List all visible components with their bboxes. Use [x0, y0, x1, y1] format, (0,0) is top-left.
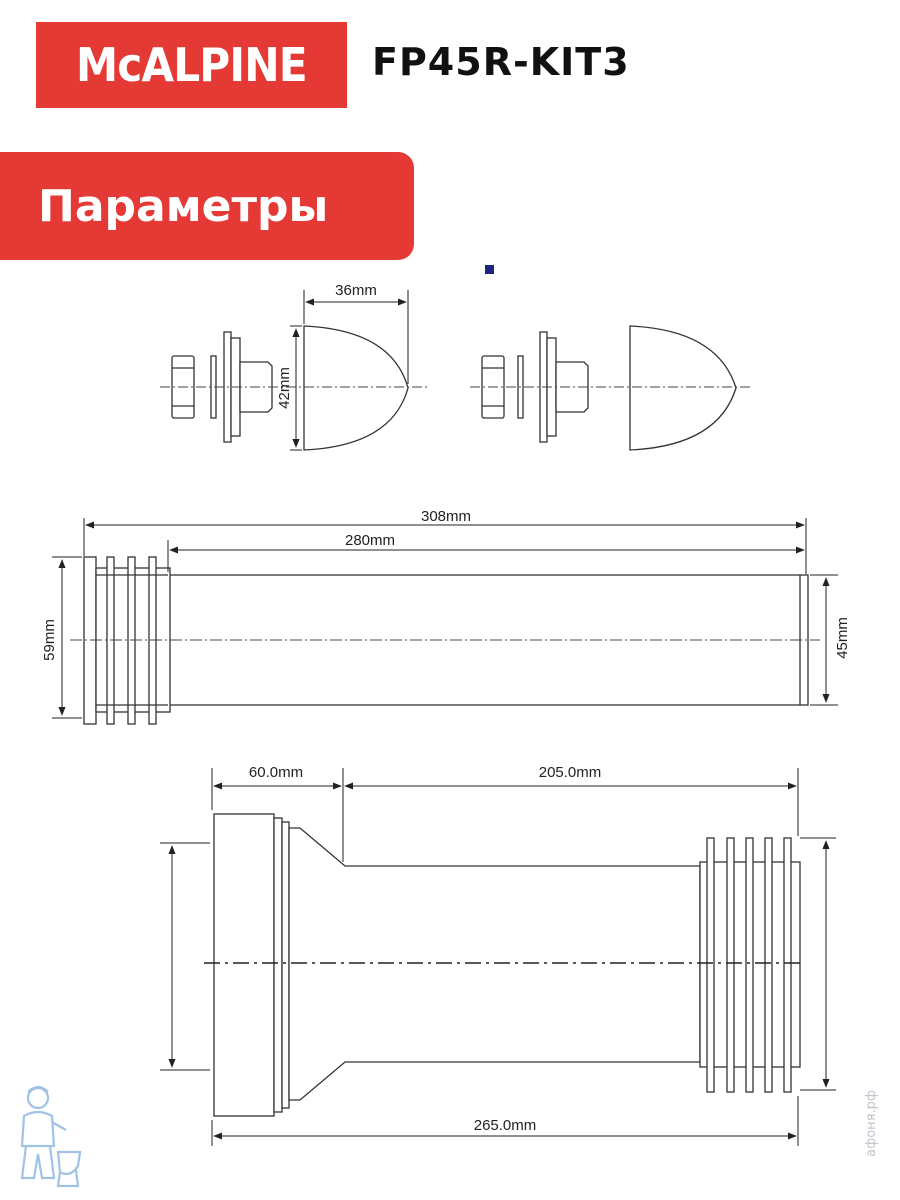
section-banner: Параметры — [0, 152, 414, 260]
model-number: FP45R-KIT3 — [372, 40, 630, 84]
dim-label-pipe-right-dia: 45mm — [834, 617, 851, 659]
dim-cap-height — [290, 325, 302, 451]
dim-label-bottom-total: 265.0mm — [474, 1117, 537, 1134]
dim-label-pipe-inner: 280mm — [345, 532, 395, 549]
fitting-set-right — [481, 325, 737, 451]
dim-label-pipe-total: 308mm — [421, 508, 471, 525]
dim-bottom-right — [344, 768, 799, 836]
fitting-set-left — [171, 325, 409, 451]
dim-pipe-total — [83, 518, 807, 574]
dim-label-cap-height: 42mm — [276, 367, 293, 409]
dim-spigot-height — [800, 837, 836, 1091]
dim-bottom-left — [211, 768, 344, 862]
dim-pipe-left-dia — [52, 556, 82, 719]
dim-pipe-inner — [167, 540, 805, 572]
brand-logo: McALPINE — [36, 22, 347, 108]
brand-logo-text: McALPINE — [76, 38, 308, 92]
spigot — [555, 361, 589, 413]
end-cap — [629, 325, 737, 451]
dim-label-bottom-left: 60.0mm — [249, 764, 303, 781]
tapered-body — [288, 827, 701, 1101]
plumber-mascot-icon — [20, 1085, 82, 1188]
dim-socket-height — [160, 842, 210, 1071]
section-title: Параметры — [38, 180, 329, 232]
dim-label-pipe-left-dia: 59mm — [41, 619, 58, 661]
dim-pipe-right-dia — [810, 574, 838, 706]
dim-label-bottom-right: 205.0mm — [539, 764, 602, 781]
socket-end — [213, 813, 275, 1117]
dim-label-cap-length: 36mm — [335, 282, 377, 299]
watermark: афоня.рф — [864, 1090, 879, 1157]
dim-cap-length — [303, 290, 409, 384]
pan-connector — [213, 813, 801, 1117]
end-cap — [303, 325, 409, 451]
decorative-dot — [485, 265, 494, 274]
dim-bottom-total — [211, 1096, 799, 1146]
